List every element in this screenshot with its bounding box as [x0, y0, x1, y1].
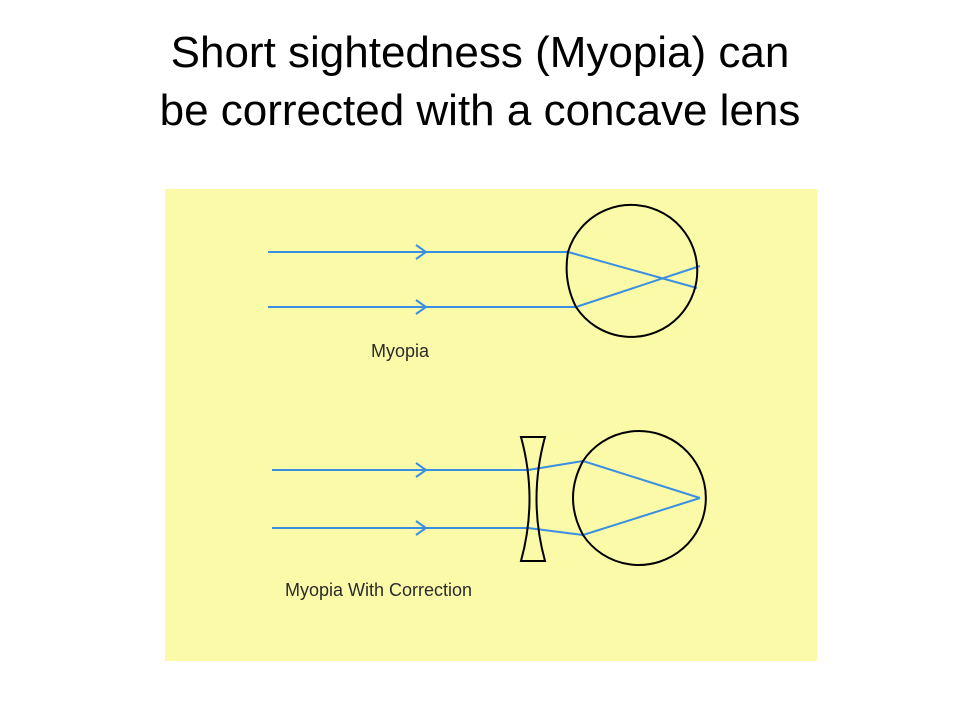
refracted-ray-bottom — [575, 265, 701, 308]
myopia-diagram: Myopia Myopia With Correctio — [165, 189, 817, 661]
slide-title-line-2: be corrected with a concave lens — [159, 86, 801, 135]
arrowhead-icon — [415, 299, 428, 315]
arrowhead-icon — [415, 244, 428, 260]
refracted-ray-top — [567, 251, 698, 289]
incoming-rays-corrected — [272, 460, 701, 536]
refracted-ray-top — [582, 460, 701, 499]
slide-title: Short sightedness (Myopia) can be correc… — [40, 24, 920, 140]
diagram-background — [165, 189, 817, 661]
myopia-label: Myopia — [371, 341, 430, 361]
myopia-diagram-svg: Myopia Myopia With Correctio — [165, 189, 817, 661]
ray-arrows — [415, 244, 428, 315]
diverged-ray-top — [527, 460, 584, 471]
eyeball-icon — [565, 203, 699, 338]
incoming-rays — [268, 251, 701, 308]
ray-arrows-corrected — [415, 462, 428, 536]
diverged-ray-bottom — [527, 527, 584, 536]
arrowhead-icon — [415, 520, 428, 536]
corrected-panel: Myopia With Correction — [272, 430, 707, 600]
arrowhead-icon — [415, 462, 428, 478]
myopia-with-correction-label: Myopia With Correction — [285, 580, 472, 600]
myopia-panel: Myopia — [268, 203, 701, 361]
slide-title-line-1: Short sightedness (Myopia) can — [170, 28, 790, 77]
concave-lens-icon — [519, 436, 547, 562]
refracted-ray-bottom — [582, 497, 701, 536]
eyeball-icon — [572, 430, 707, 566]
